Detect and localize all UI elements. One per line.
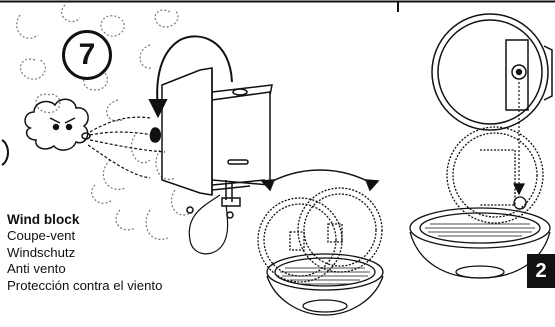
step-number-badge: 7 xyxy=(62,30,112,80)
caption-line-it: Anti vento xyxy=(7,261,66,277)
wind-swirls xyxy=(16,4,193,241)
page-number-tab: 2 xyxy=(527,254,555,288)
wind-cloud-icon xyxy=(1,98,91,166)
down-arrow-icon xyxy=(513,82,525,196)
swing-arrow-icon xyxy=(260,169,380,192)
grill-swivel-view xyxy=(257,187,384,316)
rotate-arrow-icon xyxy=(148,35,233,119)
wind-stream xyxy=(87,116,166,179)
grill-side-view xyxy=(149,67,272,255)
caption-title: Wind block xyxy=(7,212,80,227)
caption-block: Wind block Coupe-vent Windschutz Anti ve… xyxy=(7,212,162,294)
caption-line-fr: Coupe-vent xyxy=(7,228,76,244)
step-number: 7 xyxy=(78,38,96,71)
lid-back-view xyxy=(431,13,553,131)
caption-line-es: Protección contra el viento xyxy=(7,277,163,293)
caption-line-de: Windschutz xyxy=(7,244,76,260)
page-number: 2 xyxy=(535,259,547,282)
